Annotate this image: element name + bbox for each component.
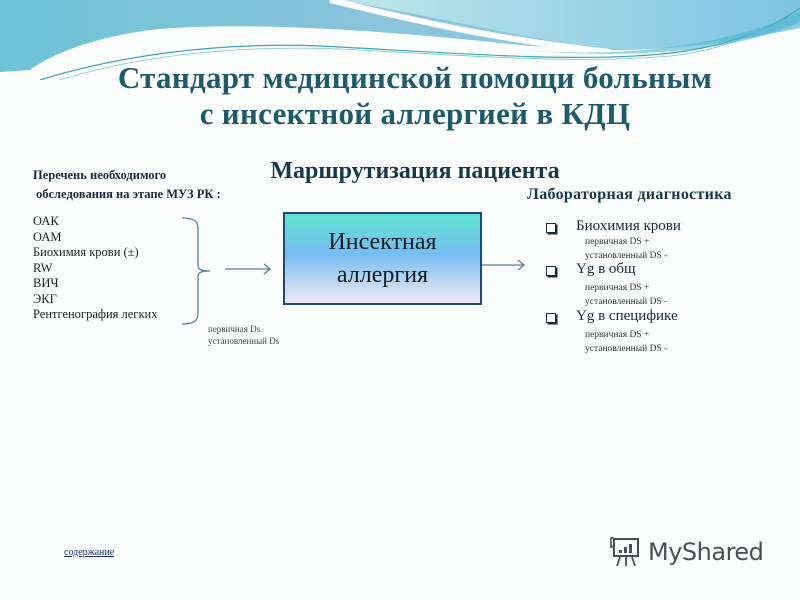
logo-text: MyShared (648, 538, 764, 566)
lab-diagnostics-list: Биохимия крови первичная DS + установлен… (546, 218, 681, 356)
checkbox-bullet-icon (546, 313, 556, 323)
examination-heading-line-2: обследования на этапе МУЗ РК : (36, 187, 221, 201)
lab-item: Yg в специфике первичная DS + установлен… (546, 308, 681, 356)
arrow-right-icon (482, 259, 526, 271)
exam-item: ВИЧ (33, 276, 59, 290)
lab-item-established-ds: установленный DS - (585, 297, 668, 307)
diagnosis-note: первичная Ds установленный Ds (208, 323, 279, 347)
exam-item: ОАК (33, 214, 59, 228)
page-subtitle: Маршрутизация пациента (270, 157, 560, 184)
page-title-line-2: с инсектной аллергией в КДЦ (199, 96, 631, 131)
myshared-logo[interactable]: MyShared (608, 536, 764, 568)
contents-link[interactable]: содержание (64, 547, 115, 558)
lab-item-label: Yg в специфике (576, 308, 678, 324)
lab-item: Биохимия крови первичная DS + установлен… (546, 218, 681, 263)
examination-heading-line-1: Перечень необходимого (33, 168, 167, 182)
exam-item: Биохимия крови (±) (33, 245, 139, 259)
exam-item: ОАМ (33, 229, 62, 244)
lab-item-primary-ds: первичная DS + (585, 330, 650, 340)
right-brace-icon (181, 217, 211, 325)
presentation-board-icon (610, 536, 639, 567)
exam-item: Рентгенография легких (33, 307, 158, 321)
examination-list-heading: Перечень необходимого обследования на эт… (33, 166, 221, 204)
lab-item-primary-ds: первичная DS + (585, 283, 650, 293)
lab-diagnostics-heading: Лабораторная диагностика (527, 186, 732, 203)
box-label-line-2: аллергия (336, 261, 429, 288)
header-wave-decoration (0, 0, 800, 80)
box-label-line-1: Инсектная (328, 228, 437, 255)
lab-item-label: Биохимия крови (576, 218, 681, 234)
lab-item: Yg в общ первичная DS + установленный DS… (546, 261, 681, 309)
page-title-line-1: Стандарт медицинской помощи больным (117, 60, 713, 95)
examination-list: ОАК ОАМ Биохимия крови (±) RW ВИЧ ЭКГ Ре… (33, 214, 157, 323)
exam-item: ЭКГ (33, 291, 57, 306)
diagnosis-established: установленный Ds (208, 336, 280, 346)
insect-allergy-box: Инсектная аллергия (283, 212, 482, 305)
lab-item-established-ds: установленный DS - (585, 251, 668, 261)
diagnosis-primary: первичная Ds (208, 324, 261, 334)
lab-item-primary-ds: первичная DS + (585, 237, 650, 247)
checkbox-bullet-icon (546, 223, 556, 233)
exam-item: RW (33, 260, 53, 275)
arrow-right-icon (225, 263, 272, 275)
checkbox-bullet-icon (546, 266, 556, 276)
lab-item-established-ds: установленный DS - (585, 344, 668, 354)
lab-item-label: Yg в общ (576, 261, 636, 277)
